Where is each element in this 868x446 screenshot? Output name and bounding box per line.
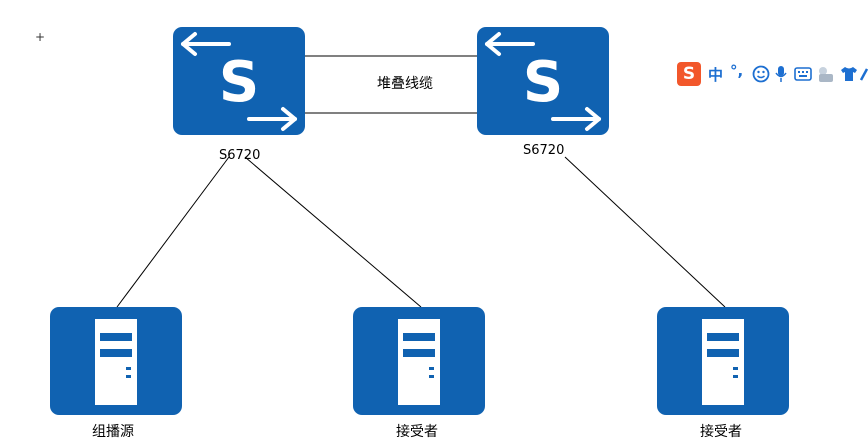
ime-mode-toggle[interactable]: 中 xyxy=(708,66,724,84)
link-sw2-srv3 xyxy=(564,156,726,308)
switch-2-label: S6720 xyxy=(523,143,565,158)
arrow-right-icon xyxy=(551,107,601,131)
server-2-label: 接受者 xyxy=(396,424,438,440)
stack-cable-label: 堆叠线缆 xyxy=(377,76,433,92)
server-1-label: 组播源 xyxy=(92,424,134,440)
server-1[interactable] xyxy=(50,307,182,415)
arrow-left-icon xyxy=(181,32,231,56)
skin-shirt-icon[interactable] xyxy=(840,65,858,83)
arrow-right-icon xyxy=(247,107,297,131)
server-3[interactable] xyxy=(657,307,789,415)
link-sw1-srv2 xyxy=(244,156,422,308)
crosshair-cursor-icon: + xyxy=(35,30,46,44)
toolbox-icon[interactable] xyxy=(816,65,836,83)
arrow-left-icon xyxy=(485,32,535,56)
switch-body xyxy=(173,27,305,135)
more-icon[interactable] xyxy=(860,65,868,83)
ime-toolbar[interactable]: S 中 °, xyxy=(676,62,868,86)
ime-punctuation-toggle[interactable]: °, xyxy=(730,62,744,80)
link-sw1-srv1 xyxy=(116,156,230,308)
server-tower-icon xyxy=(398,319,440,405)
server-tower-icon xyxy=(702,319,744,405)
server-3-label: 接受者 xyxy=(700,424,742,440)
microphone-icon[interactable] xyxy=(774,65,788,83)
switch-body xyxy=(477,27,609,135)
switch-1-label: S6720 xyxy=(219,148,261,163)
links xyxy=(116,55,726,308)
switch-glyph: S xyxy=(219,50,259,115)
emoji-icon[interactable] xyxy=(752,65,770,83)
switch-glyph: S xyxy=(523,50,563,115)
switch-2[interactable]: S xyxy=(477,27,609,135)
ime-logo[interactable]: S xyxy=(677,62,701,86)
keyboard-icon[interactable] xyxy=(794,65,812,83)
server-2[interactable] xyxy=(353,307,485,415)
switch-1[interactable]: S xyxy=(173,27,305,135)
server-tower-icon xyxy=(95,319,137,405)
